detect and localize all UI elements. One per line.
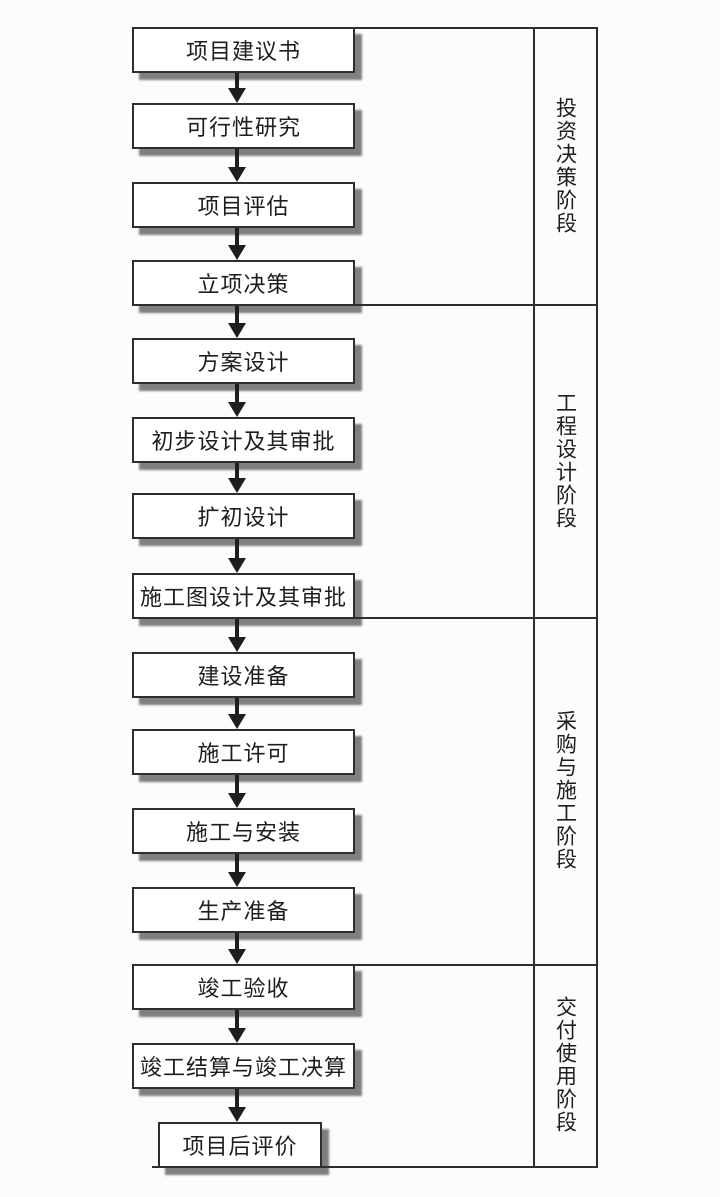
arrow-down-icon	[228, 933, 246, 964]
phase-divider-line	[353, 617, 598, 619]
arrow-head	[228, 872, 246, 887]
arrow-shaft	[235, 775, 239, 794]
arrow-head	[228, 793, 246, 808]
arrow-head	[228, 949, 246, 964]
flow-step-box: 竣工验收	[132, 964, 355, 1010]
flow-step-box: 初步设计及其审批	[132, 417, 355, 463]
arrow-shaft	[235, 619, 239, 638]
phase-column-left-border	[533, 27, 535, 1168]
arrow-shaft	[235, 306, 239, 324]
flow-step-box: 施工图设计及其审批	[132, 573, 355, 619]
arrow-shaft	[235, 539, 239, 559]
arrow-head	[228, 323, 246, 338]
phase-label: 工程设计阶段	[553, 391, 578, 530]
arrow-down-icon	[228, 73, 246, 103]
flow-step-box: 项目建议书	[132, 27, 355, 73]
arrow-down-icon	[228, 698, 246, 729]
arrow-down-icon	[228, 1010, 246, 1043]
flow-step-box: 项目评估	[132, 182, 355, 228]
arrow-shaft	[235, 854, 239, 873]
phase-column-top-border	[353, 27, 598, 29]
flow-step-box: 生产准备	[132, 887, 355, 933]
flow-step-box: 施工许可	[132, 729, 355, 775]
flow-step-box: 扩初设计	[132, 493, 355, 539]
arrow-down-icon	[228, 149, 246, 182]
flow-step-box: 竣工结算与竣工决算	[132, 1043, 355, 1089]
arrow-shaft	[235, 698, 239, 715]
arrow-shaft	[235, 1010, 239, 1029]
arrow-head	[228, 558, 246, 573]
arrow-shaft	[235, 228, 239, 246]
arrow-down-icon	[228, 384, 246, 417]
phase-column-right-border	[596, 27, 598, 1168]
phase-label: 投资决策阶段	[553, 96, 578, 235]
arrow-down-icon	[228, 306, 246, 338]
arrow-head	[228, 245, 246, 260]
flow-step-box: 建设准备	[132, 652, 355, 698]
arrow-shaft	[235, 73, 239, 89]
arrow-down-icon	[228, 463, 246, 493]
phase-label: 交付使用阶段	[553, 996, 578, 1134]
arrow-head	[228, 88, 246, 103]
arrow-down-icon	[228, 1089, 246, 1122]
flow-step-box: 立项决策	[132, 260, 355, 306]
arrow-down-icon	[228, 854, 246, 887]
phase-divider-line	[353, 304, 598, 306]
phase-label: 采购与施工阶段	[553, 710, 578, 871]
arrow-head	[228, 167, 246, 182]
arrow-down-icon	[228, 775, 246, 808]
arrow-shaft	[235, 149, 239, 168]
arrow-shaft	[235, 463, 239, 479]
arrow-head	[228, 1107, 246, 1122]
arrow-head	[228, 637, 246, 652]
flow-step-box: 施工与安装	[132, 808, 355, 854]
arrow-head	[228, 1028, 246, 1043]
arrow-shaft	[235, 933, 239, 950]
arrow-down-icon	[228, 539, 246, 573]
arrow-head	[228, 714, 246, 729]
arrow-shaft	[235, 384, 239, 403]
arrow-head	[228, 478, 246, 493]
arrow-down-icon	[228, 228, 246, 260]
arrow-shaft	[235, 1089, 239, 1108]
arrow-head	[228, 402, 246, 417]
arrow-down-icon	[228, 619, 246, 652]
flow-step-box: 项目后评价	[158, 1122, 322, 1168]
phase-divider-line	[353, 964, 598, 966]
flow-step-box: 方案设计	[132, 338, 355, 384]
phase-column-bottom-border	[152, 1166, 598, 1168]
flow-step-box: 可行性研究	[132, 103, 355, 149]
